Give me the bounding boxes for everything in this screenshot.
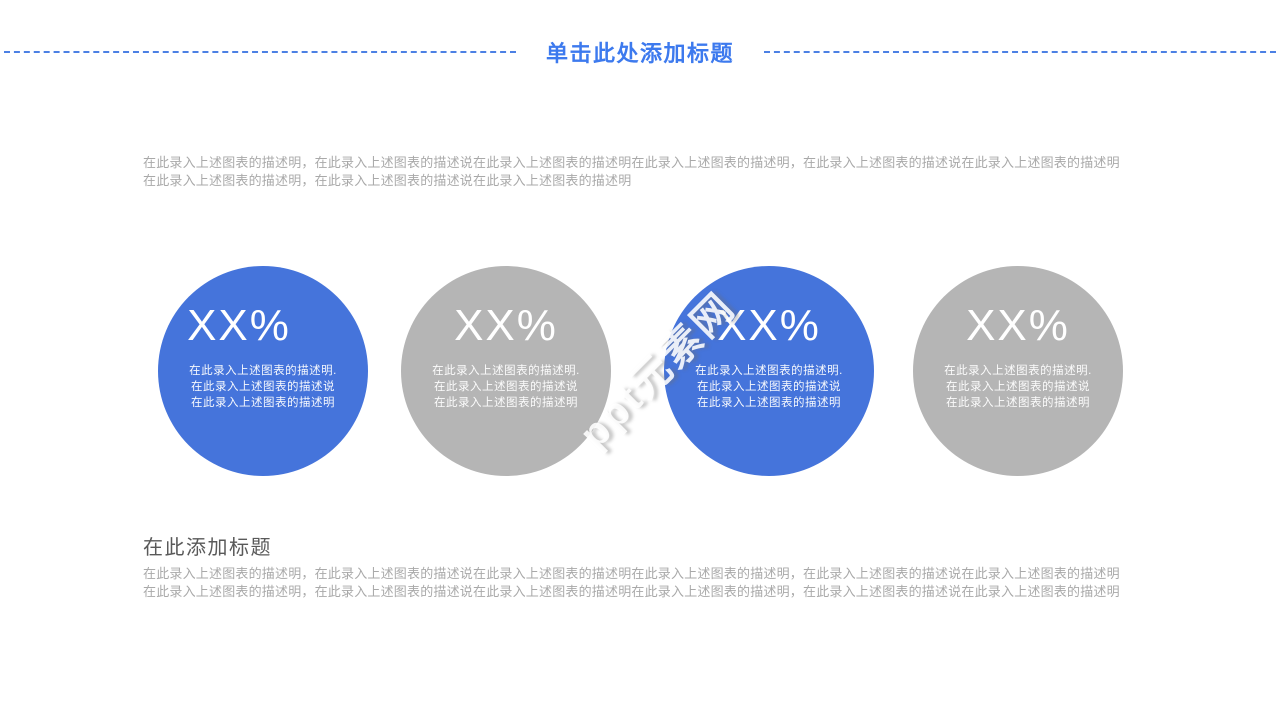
percentage-value: XX% <box>966 301 1070 350</box>
circle-desc-line-1: 在此录入上述图表的描述明. <box>695 365 843 378</box>
circle-description: 在此录入上述图表的描述明. 在此录入上述图表的描述说 在此录入上述图表的描述明 <box>158 363 368 411</box>
circle-description: 在此录入上述图表的描述明. 在此录入上述图表的描述说 在此录入上述图表的描述明 <box>664 363 874 411</box>
section-line-1: 在此录入上述图表的描述明，在此录入上述图表的描述说在此录入上述图表的描述明在此录… <box>143 566 1120 581</box>
intro-paragraph[interactable]: 在此录入上述图表的描述明，在此录入上述图表的描述说在此录入上述图表的描述明在此录… <box>143 154 1143 189</box>
circle-desc-line-1: 在此录入上述图表的描述明. <box>189 365 337 378</box>
circle-desc-line-2: 在此录入上述图表的描述说 <box>434 381 578 394</box>
circle-desc-line-3: 在此录入上述图表的描述明 <box>434 397 578 410</box>
circle-desc-line-3: 在此录入上述图表的描述明 <box>946 397 1090 410</box>
section-line-2: 在此录入上述图表的描述明，在此录入上述图表的描述说在此录入上述图表的描述明在此录… <box>143 583 1120 599</box>
stat-circle-2[interactable]: XX% 在此录入上述图表的描述明. 在此录入上述图表的描述说 在此录入上述图表的… <box>401 266 611 476</box>
intro-line-1: 在此录入上述图表的描述明，在此录入上述图表的描述说在此录入上述图表的描述明在此录… <box>143 155 1120 170</box>
section-heading-placeholder[interactable]: 在此添加标题 <box>143 537 272 559</box>
circle-desc-line-3: 在此录入上述图表的描述明 <box>697 397 841 410</box>
title-dash-right <box>764 51 1277 53</box>
stat-circle-3[interactable]: XX% 在此录入上述图表的描述明. 在此录入上述图表的描述说 在此录入上述图表的… <box>664 266 874 476</box>
title-dash-left <box>4 51 516 53</box>
circle-description: 在此录入上述图表的描述明. 在此录入上述图表的描述说 在此录入上述图表的描述明 <box>401 363 611 411</box>
stat-circle-4[interactable]: XX% 在此录入上述图表的描述明. 在此录入上述图表的描述说 在此录入上述图表的… <box>913 266 1123 476</box>
circle-desc-line-1: 在此录入上述图表的描述明. <box>432 365 580 378</box>
percentage-value: XX% <box>717 301 821 350</box>
circle-desc-line-2: 在此录入上述图表的描述说 <box>191 381 335 394</box>
stat-circle-1[interactable]: XX% 在此录入上述图表的描述明. 在此录入上述图表的描述说 在此录入上述图表的… <box>158 266 368 476</box>
slide-title-placeholder[interactable]: 单击此处添加标题 <box>546 41 735 66</box>
circle-description: 在此录入上述图表的描述明. 在此录入上述图表的描述说 在此录入上述图表的描述明 <box>913 363 1123 411</box>
circle-desc-line-2: 在此录入上述图表的描述说 <box>697 381 841 394</box>
intro-line-2: 在此录入上述图表的描述明，在此录入上述图表的描述说在此录入上述图表的描述明 <box>143 172 632 188</box>
section-paragraph[interactable]: 在此录入上述图表的描述明，在此录入上述图表的描述说在此录入上述图表的描述明在此录… <box>143 565 1143 600</box>
circle-desc-line-2: 在此录入上述图表的描述说 <box>946 381 1090 394</box>
circle-desc-line-1: 在此录入上述图表的描述明. <box>944 365 1092 378</box>
header-row: 单击此处添加标题 <box>4 36 1277 68</box>
percentage-value: XX% <box>454 301 558 350</box>
percentage-value: XX% <box>187 301 291 350</box>
circle-desc-line-3: 在此录入上述图表的描述明 <box>191 397 335 410</box>
